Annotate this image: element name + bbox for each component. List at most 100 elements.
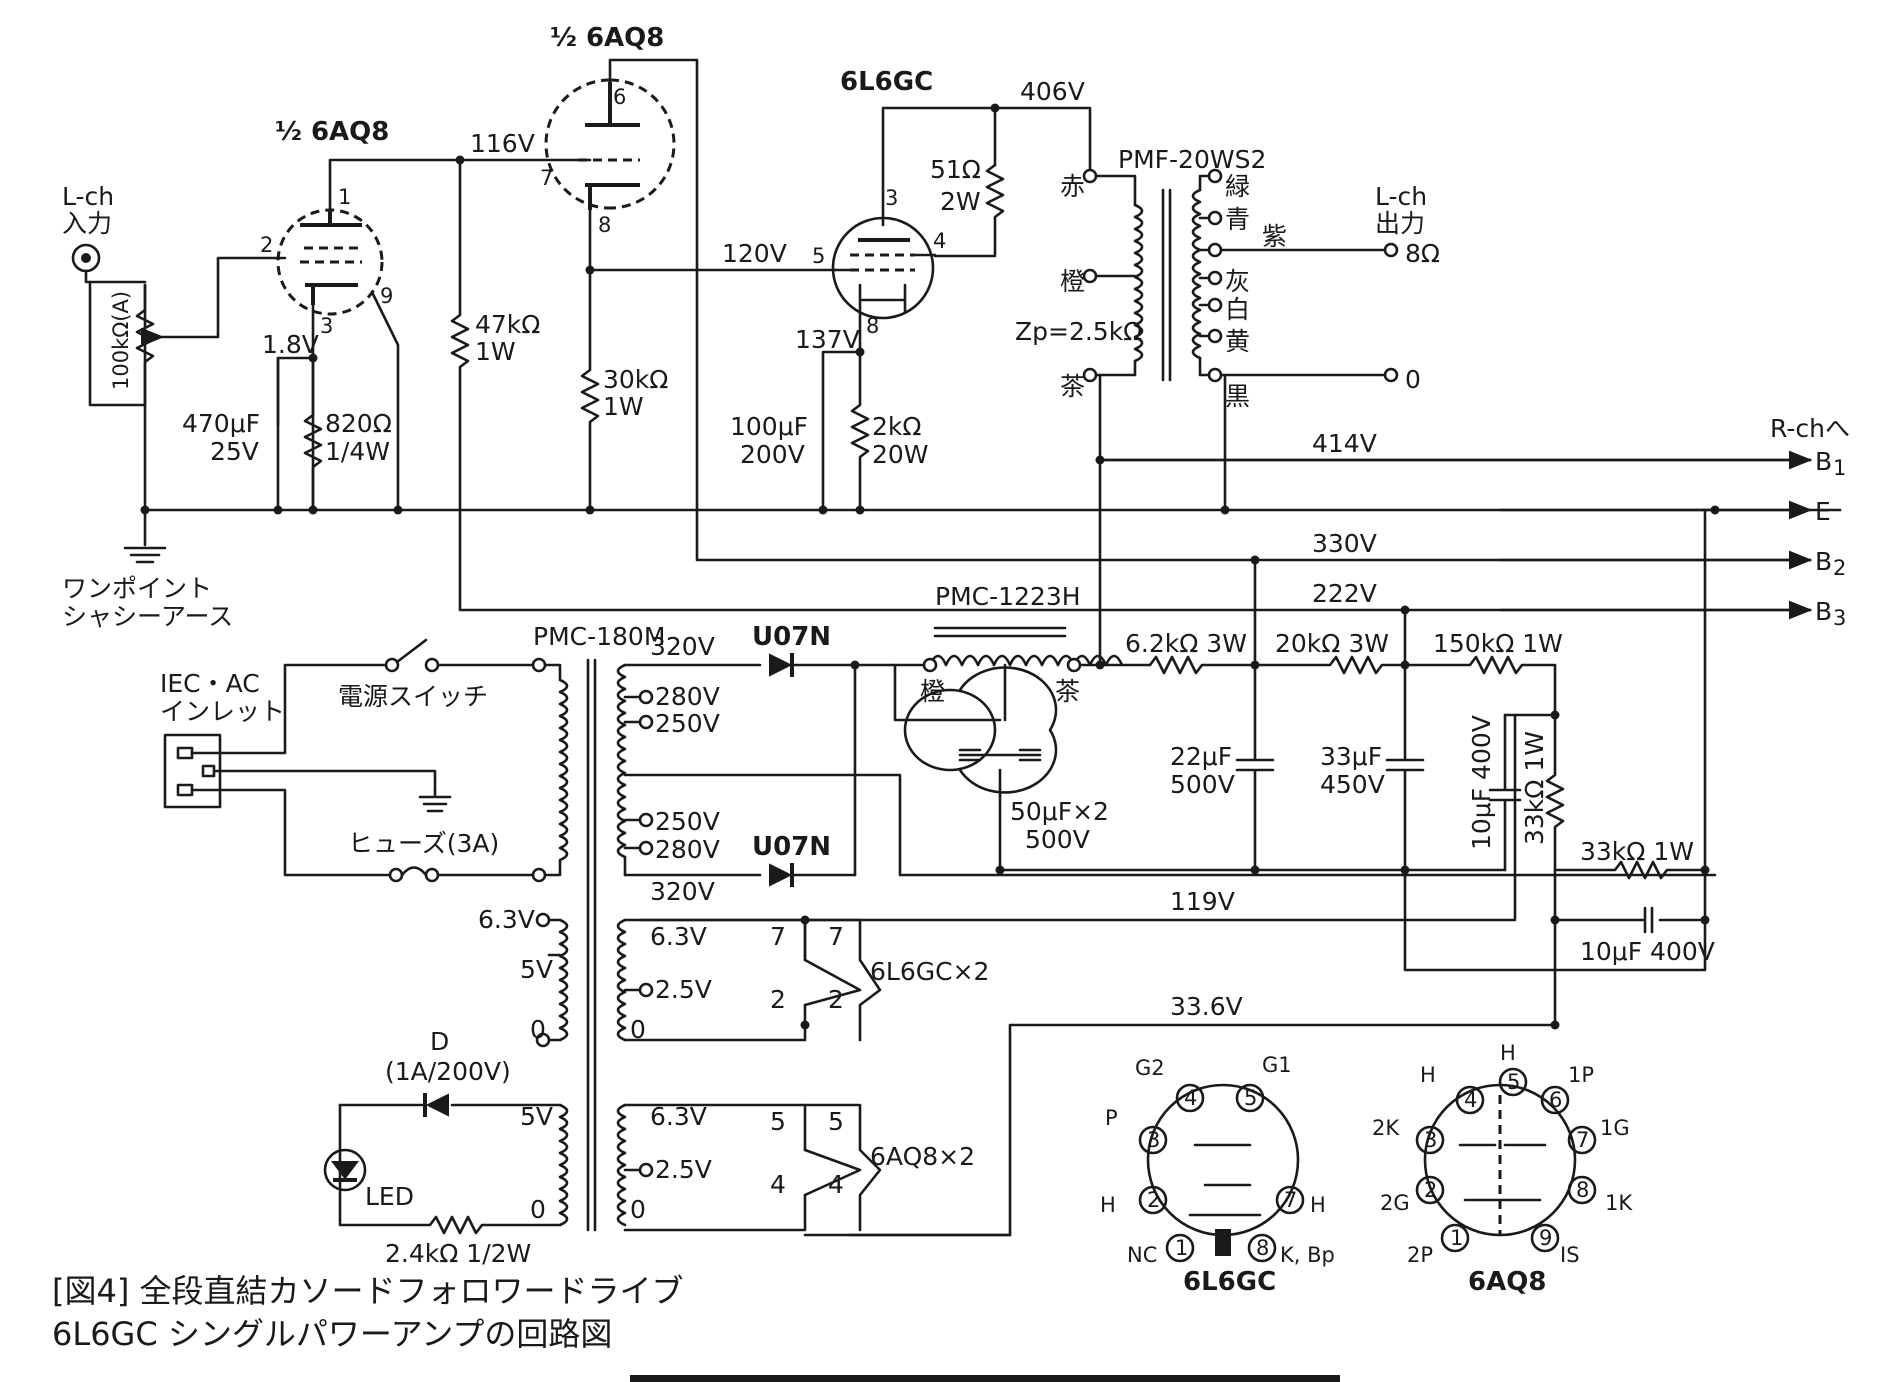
part: 500V xyxy=(1025,825,1090,854)
part: 500V xyxy=(1170,770,1235,799)
pin: 8 xyxy=(866,314,879,338)
part: U07N xyxy=(752,622,831,652)
heater-pin: 4 xyxy=(828,1170,844,1199)
svg-text:H: H xyxy=(1310,1193,1326,1217)
part: 10μF 400V xyxy=(1580,937,1715,966)
opt-label: 緑 xyxy=(1225,172,1250,201)
part: 25V xyxy=(210,437,259,466)
opt-label: PMF-20WS2 xyxy=(1118,145,1266,174)
part: 1W xyxy=(475,337,516,366)
svg-text:2K: 2K xyxy=(1372,1116,1400,1140)
heater-label: 6L6GC×2 xyxy=(870,957,989,986)
part: 2kΩ xyxy=(872,412,922,441)
output-transformer xyxy=(1082,168,1812,667)
svg-text:IS: IS xyxy=(1560,1243,1580,1267)
part: D xyxy=(430,1027,449,1056)
power-label: 250V xyxy=(655,709,720,738)
power-label: 250V xyxy=(655,807,720,836)
voltage: 1.8V xyxy=(262,330,319,359)
voltage: 406V xyxy=(1020,77,1085,106)
pin: 3 xyxy=(320,314,333,338)
svg-text:2P: 2P xyxy=(1407,1243,1433,1267)
part: 2W xyxy=(940,187,981,216)
power-label: PMC-1223H xyxy=(935,582,1081,611)
power-label: 0 xyxy=(530,1015,546,1044)
svg-text:3: 3 xyxy=(1147,1128,1160,1152)
caption-line-2: 6L6GC シングルパワーアンプの回路図 xyxy=(52,1315,612,1353)
svg-text:NC: NC xyxy=(1127,1243,1157,1267)
power-label: 0 xyxy=(630,1195,646,1224)
part: 150kΩ 1W xyxy=(1433,629,1563,658)
tube-6l6gc xyxy=(831,216,937,320)
pin: 3 xyxy=(885,186,898,210)
input-label: L-ch xyxy=(62,182,114,211)
part: U07N xyxy=(752,832,831,862)
svg-text:8: 8 xyxy=(1576,1178,1589,1202)
heater-label: 6AQ8×2 xyxy=(870,1142,975,1171)
svg-text:H: H xyxy=(1100,1193,1116,1217)
svg-text:H: H xyxy=(1420,1063,1436,1087)
power-label: 280V xyxy=(655,835,720,864)
power-label: 2.5V xyxy=(655,975,712,1004)
opt-label: 白 xyxy=(1225,295,1250,324)
part: 33μF xyxy=(1320,742,1382,771)
signal-wiring xyxy=(71,58,1842,612)
voltage: 116V xyxy=(470,129,535,158)
part: 30kΩ xyxy=(603,365,668,394)
part: 6.2kΩ 3W xyxy=(1125,629,1247,658)
svg-text:8: 8 xyxy=(1256,1236,1269,1260)
svg-text:7: 7 xyxy=(1576,1128,1589,1152)
bottom-rule xyxy=(630,1375,1340,1382)
voltage: 137V xyxy=(795,325,860,354)
part: 1/4W xyxy=(325,437,390,466)
svg-text:5: 5 xyxy=(1244,1086,1257,1110)
svg-text:1: 1 xyxy=(1450,1226,1463,1250)
opt-label: 橙 xyxy=(1060,267,1085,296)
tube-v2 xyxy=(544,78,676,210)
supply-rails xyxy=(1098,450,1813,620)
caption-line-1: [図4] 全段直結カソードフォロワードライブ xyxy=(52,1272,684,1310)
basing-6aq8 xyxy=(1415,1067,1597,1253)
part: LED xyxy=(365,1182,414,1211)
pin: 9 xyxy=(380,284,393,308)
part: 1W xyxy=(603,392,644,421)
power-label: インレット xyxy=(160,697,285,726)
svg-text:4: 4 xyxy=(1184,1086,1197,1110)
pin: 1 xyxy=(338,185,351,209)
tube-v1 xyxy=(276,208,384,316)
rail-label: B xyxy=(1815,597,1832,626)
part: 820Ω xyxy=(325,409,392,438)
opt-label: 青 xyxy=(1225,205,1250,234)
opt-label: 紫 xyxy=(1262,222,1287,251)
power-label: ヒューズ(3A) xyxy=(348,829,499,858)
svg-text:2: 2 xyxy=(1147,1188,1160,1212)
voltage: 119V xyxy=(1170,887,1235,916)
power-label: 5V xyxy=(520,1102,553,1131)
power-supply-wiring xyxy=(163,508,1717,1237)
power-label: 6.3V xyxy=(650,1102,707,1131)
opt-label: 出力 xyxy=(1375,209,1425,238)
part: 20kΩ 3W xyxy=(1275,629,1389,658)
svg-text:G2: G2 xyxy=(1135,1056,1165,1080)
svg-text:5: 5 xyxy=(1507,1070,1520,1094)
heater-pin: 2 xyxy=(828,985,844,1014)
part: (1A/200V) xyxy=(385,1057,511,1086)
rail-label: E xyxy=(1815,497,1831,526)
heater-pin: 5 xyxy=(828,1107,844,1136)
opt-label: 0 xyxy=(1405,365,1421,394)
part: 33kΩ 1W xyxy=(1580,837,1694,866)
part: 50μF×2 xyxy=(1010,797,1109,826)
heater-pin: 2 xyxy=(770,985,786,1014)
heater-pin: 4 xyxy=(770,1170,786,1199)
ground-label: シャシーアース xyxy=(62,602,233,631)
svg-text:4: 4 xyxy=(1464,1088,1477,1112)
rail-label: B xyxy=(1815,447,1832,476)
voltage: 120V xyxy=(722,239,787,268)
rail-label: R-chへ xyxy=(1770,414,1850,443)
part: 450V xyxy=(1320,770,1385,799)
power-label: 電源スイッチ xyxy=(338,682,488,711)
opt-label: 8Ω xyxy=(1405,239,1440,268)
rail-label: 2 xyxy=(1833,556,1846,580)
power-label: 茶 xyxy=(1055,677,1080,706)
